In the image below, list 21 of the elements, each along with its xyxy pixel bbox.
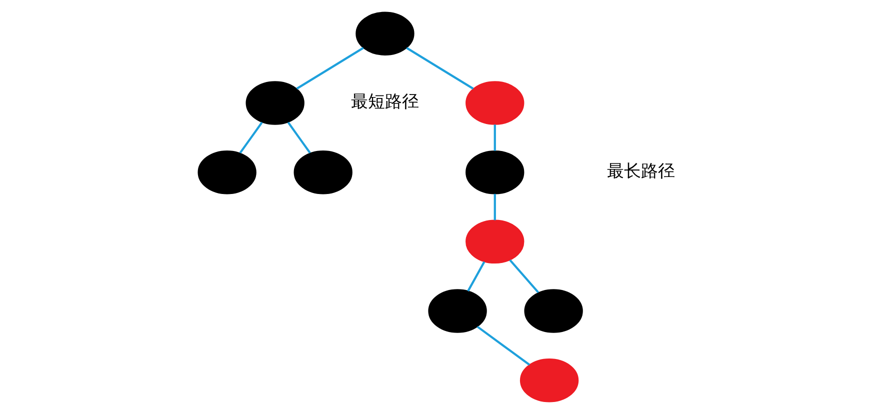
connector xyxy=(238,122,262,154)
label: 最长路径 xyxy=(606,161,675,182)
node-circle xyxy=(245,81,304,125)
connector xyxy=(466,261,485,292)
connector xyxy=(493,124,496,151)
connector xyxy=(296,47,364,90)
node-circle xyxy=(465,220,524,264)
node-circle xyxy=(428,289,486,333)
node-circle xyxy=(524,289,582,333)
connector xyxy=(493,194,496,220)
node-circle xyxy=(355,12,414,56)
node-circle xyxy=(519,358,578,402)
connector xyxy=(406,47,474,90)
connector xyxy=(286,122,310,154)
node-circle xyxy=(465,81,524,125)
connector xyxy=(476,326,530,366)
node-circle xyxy=(465,150,524,194)
connector xyxy=(508,259,539,294)
node-circle xyxy=(293,150,352,194)
label: 最短路径 xyxy=(350,92,418,112)
node-circle xyxy=(197,150,256,194)
